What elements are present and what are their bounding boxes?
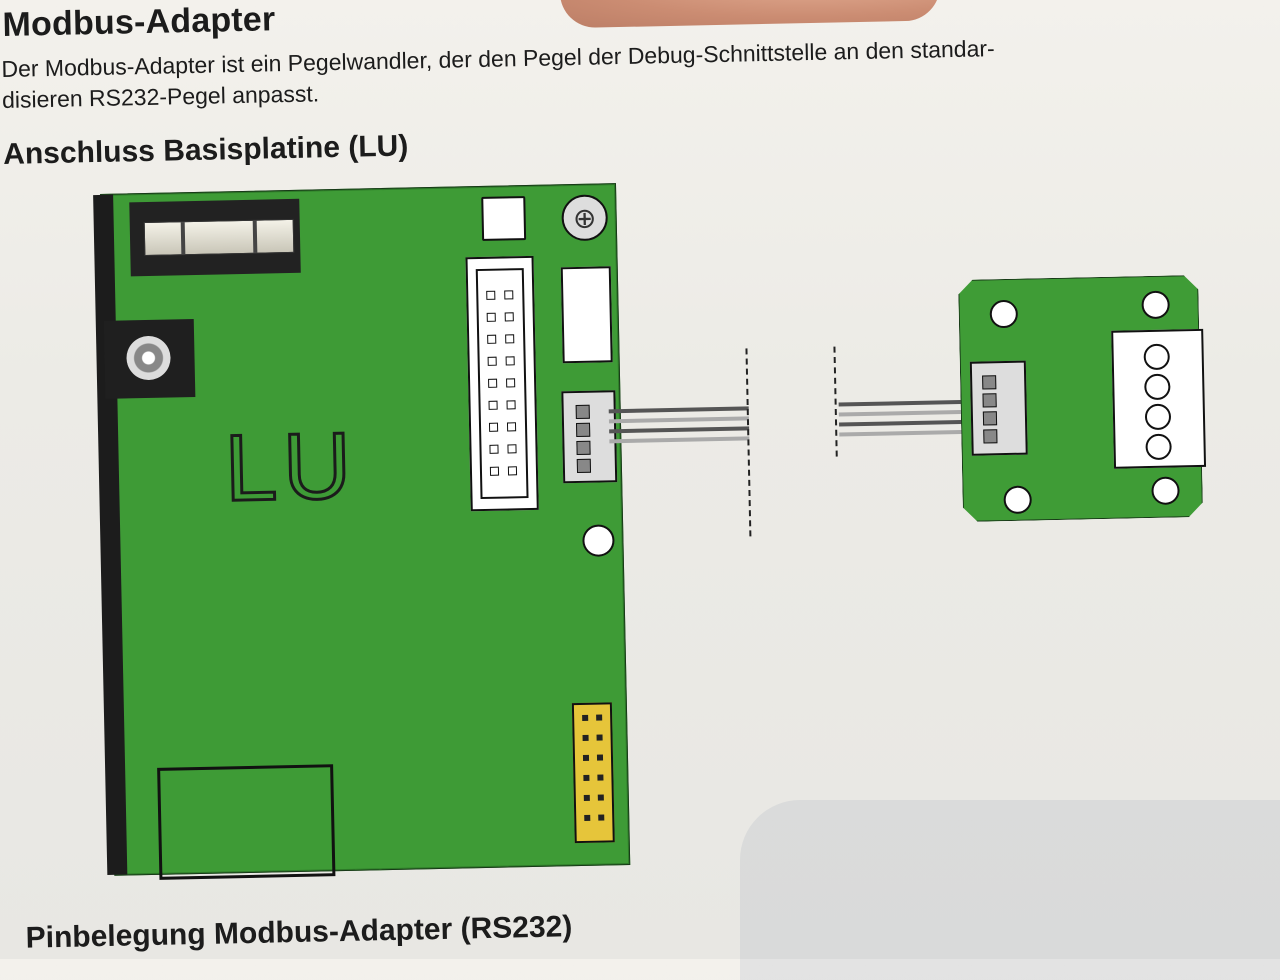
header-pin [488,400,498,410]
mounting-hole [990,300,1019,329]
header-pin [506,422,517,432]
header-pin [504,312,514,322]
terminal-screw-icon [1144,373,1171,401]
cable-wire [839,429,980,437]
connector-pin [576,440,591,456]
header-pin [488,422,499,432]
cable-cut-line [833,346,838,457]
potentiometer [126,335,171,381]
fuse [143,218,295,257]
yellow-pin [596,714,603,721]
yellow-pin [582,734,589,741]
header-pin [489,466,500,476]
rs232-terminal-block [1111,328,1207,469]
yellow-pin [582,754,590,761]
yellow-pin-header [571,702,615,844]
header-pin [505,356,515,366]
connector-pin [575,422,591,438]
adapter-connector [969,360,1028,456]
connector-pin [575,404,590,420]
yellow-pin [597,774,604,781]
mounting-hole [1151,476,1180,505]
header-pin [507,466,518,476]
cable-cut-line [745,348,752,537]
potentiometer-block [103,319,196,399]
board-label: LU [222,411,359,522]
cable-wire [838,399,979,407]
section-heading: Anschluss Basisplatine (LU) [2,129,409,171]
yellow-pin [597,794,604,801]
connector-pin [983,429,998,444]
yellow-pin [598,814,605,821]
pin-header-connector [465,255,539,512]
header-pin [488,378,498,388]
header-pin [506,400,516,410]
header-pin [489,444,499,454]
cable-wire [838,409,979,417]
yellow-pin [583,774,590,781]
debug-interface-connector [561,390,618,484]
next-section-heading: Pinbelegung Modbus-Adapter (RS232) [25,910,573,955]
header-pin [486,312,496,322]
connector-pin [982,411,998,426]
mounting-pad-square [481,196,527,241]
connector-pin [576,458,592,474]
yellow-pin [596,734,603,741]
header-pin [506,378,516,388]
page-title: Modbus-Adapter [2,0,276,44]
finger-photo-artifact [559,0,941,29]
cable-wire [608,406,749,414]
header-pin [486,290,496,300]
header-pin [505,334,515,344]
terminal-screw-icon [1144,403,1172,431]
terminal-screw-icon [1143,343,1170,371]
hand-shadow [740,800,1280,980]
side-connector [560,266,613,364]
cable-wire [839,419,980,427]
cable-wire [609,436,750,444]
terminal-screw-icon [1145,433,1172,461]
header-pin [504,290,514,300]
screw-icon: ⊕ [561,194,609,242]
board-edge [93,194,128,875]
yellow-pin [596,754,604,761]
pin-header-inner [475,268,529,500]
yellow-pin [584,814,591,821]
lu-base-board: LU ⊕ [93,183,631,880]
mounting-hole [1141,291,1170,320]
header-pin [487,356,497,366]
board-outline-component [157,764,336,880]
mounting-hole [582,524,615,557]
header-pin [487,334,497,344]
connector-pin [982,393,997,408]
mounting-hole [1003,486,1032,515]
cable-wire [608,416,749,424]
cable-wire [609,426,750,434]
header-pin [507,444,517,454]
yellow-pin [582,714,589,721]
connector-pin [982,375,997,390]
yellow-pin [583,794,590,801]
